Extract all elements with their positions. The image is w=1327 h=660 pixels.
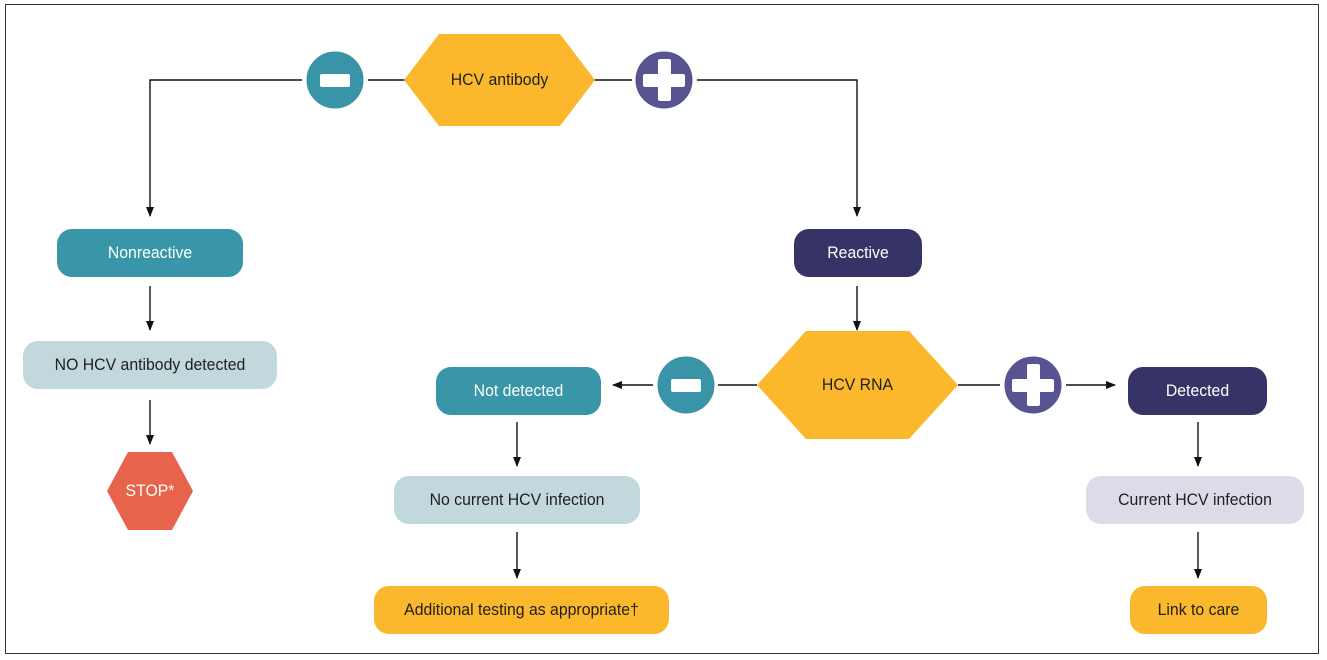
hcv-rna-hexagon [757, 331, 958, 439]
diagram-frame [5, 4, 1319, 654]
connector-plus-to-reactive [697, 79, 861, 217]
reactive-label: Reactive [827, 243, 889, 262]
link-to-care-box [1130, 586, 1267, 634]
minus-icon [654, 353, 718, 417]
plus-icon [632, 48, 696, 112]
current-infection-box [1086, 476, 1304, 524]
nonreactive-label: Nonreactive [107, 243, 193, 262]
not-detected-box [436, 367, 601, 415]
reactive-box [794, 229, 922, 277]
stop-label: STOP* [125, 481, 175, 500]
nonreactive-box [57, 229, 243, 277]
minus-icon [303, 48, 367, 112]
additional-testing-label: Additional testing as appropriate† [404, 600, 639, 619]
link-to-care-label: Link to care [1157, 600, 1240, 619]
hcv-antibody-hexagon [404, 34, 595, 126]
detected-label: Detected [1165, 381, 1230, 400]
current-infection-label: Current HCV infection [1118, 490, 1272, 509]
no-antibody-box [23, 341, 277, 389]
not-detected-label: Not detected [473, 381, 564, 400]
detected-box [1128, 367, 1267, 415]
no-antibody-label: NO HCV antibody detected [54, 355, 246, 374]
stop-hexagon [107, 452, 193, 530]
connector-antibody-to-nonreactive [146, 79, 302, 217]
plus-icon [1001, 353, 1065, 417]
additional-testing-box [374, 586, 669, 634]
hcv-rna-label: HCV RNA [821, 375, 894, 394]
no-current-infection-label: No current HCV infection [429, 490, 605, 509]
no-current-infection-box [394, 476, 640, 524]
hcv-antibody-label: HCV antibody [450, 70, 549, 89]
